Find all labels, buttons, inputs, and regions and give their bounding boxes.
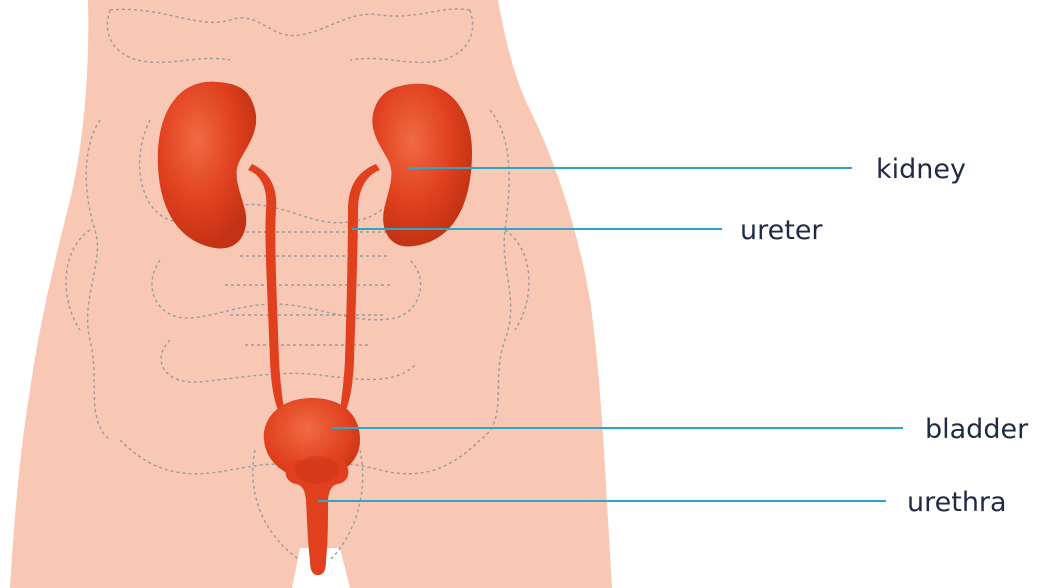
bladder-label: bladder bbox=[925, 414, 1029, 445]
ureter-label: ureter bbox=[740, 215, 823, 246]
urethra-label: urethra bbox=[907, 487, 1007, 518]
kidney-label: kidney bbox=[876, 154, 966, 185]
prostate bbox=[295, 456, 339, 484]
